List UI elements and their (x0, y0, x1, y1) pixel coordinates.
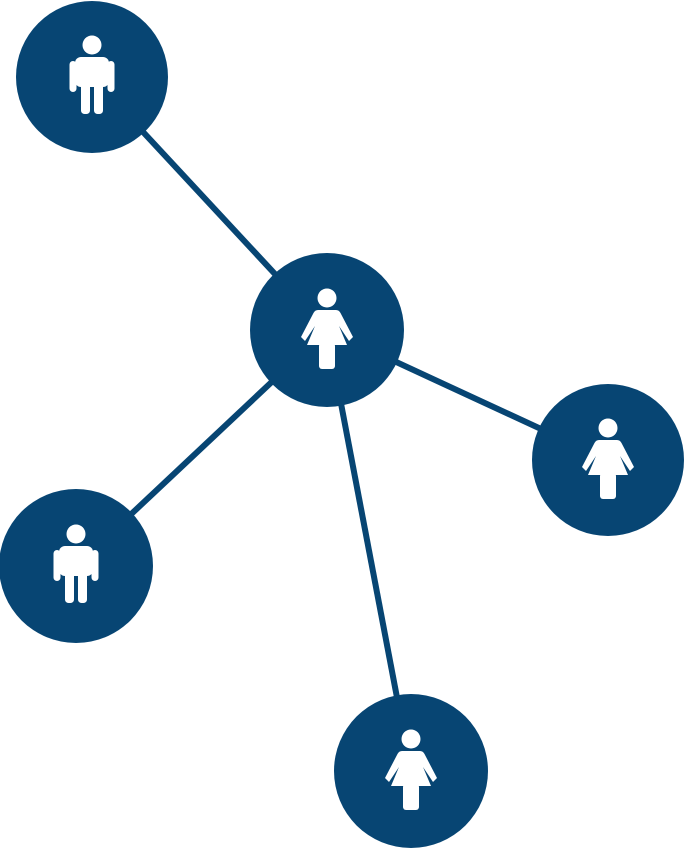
node-right (532, 384, 684, 536)
node-bottom (334, 694, 488, 848)
edges-layer (73, 74, 610, 772)
node-center (250, 253, 404, 407)
node-top-left (16, 1, 168, 153)
node-bottom-left (0, 489, 153, 643)
